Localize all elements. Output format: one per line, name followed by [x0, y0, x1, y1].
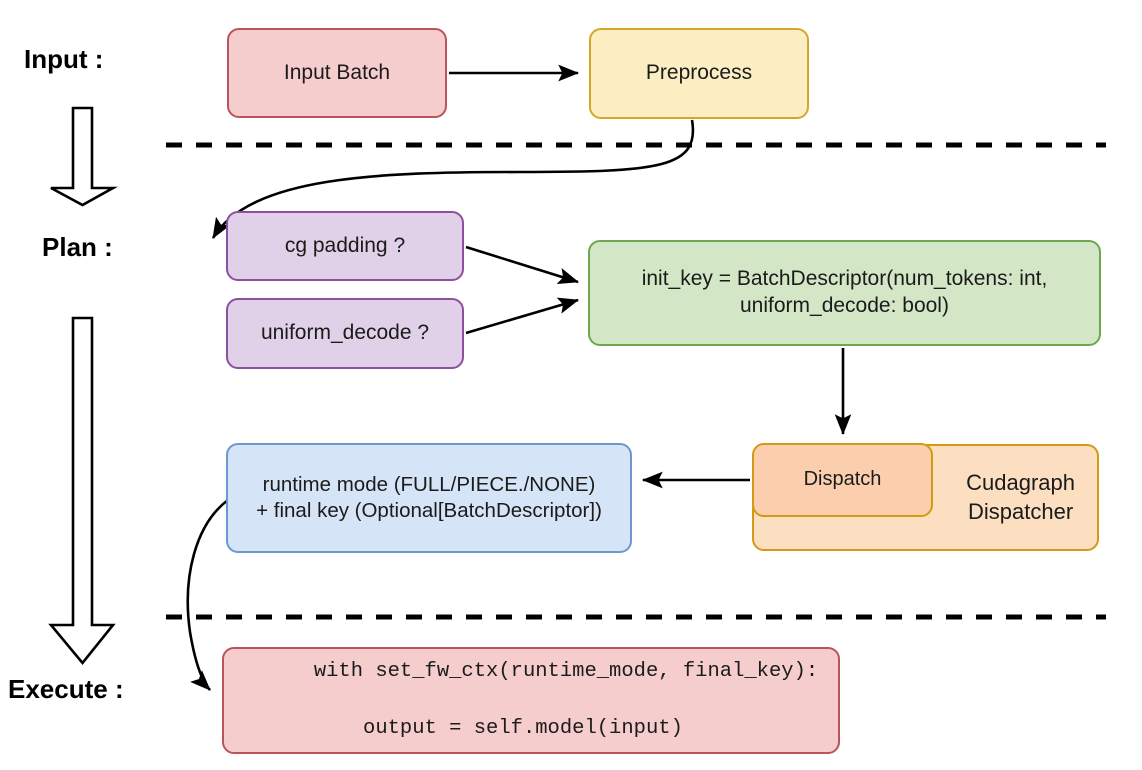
stage-label-execute: Execute : [8, 674, 124, 704]
node-input-batch[interactable]: Input Batch [227, 28, 447, 118]
node-runtime-mode-line2: + final key (Optional[BatchDescriptor]) [256, 499, 602, 522]
node-init-key-line1: init_key = BatchDescriptor(num_tokens: i… [641, 267, 1048, 291]
node-cudagraph-dispatcher-line2: Dispatcher [967, 498, 1074, 524]
node-exec-code-line1: with set_fw_ctx(runtime_mode, final_key)… [313, 660, 819, 684]
stage-label-input: Input : [24, 44, 104, 74]
edge-uniform-decode-to-init-key [465, 297, 579, 335]
stage-label-plan: Plan : [42, 232, 113, 262]
node-cudagraph-dispatcher-line1: Cudagraph [966, 470, 1075, 496]
edge-cg-padding-to-init-key [465, 245, 579, 285]
node-uniform-decode[interactable]: uniform_decode ? [226, 298, 464, 369]
plan-to-execute-arrow [48, 316, 116, 666]
node-dispatch[interactable]: Dispatch [752, 443, 933, 517]
node-preprocess[interactable]: Preprocess [589, 28, 809, 119]
node-cg-padding[interactable]: cg padding ? [226, 211, 464, 281]
node-exec-code[interactable]: with set_fw_ctx(runtime_mode, final_key)… [222, 647, 840, 754]
input-to-plan-arrow [50, 106, 119, 207]
node-init-key[interactable]: init_key = BatchDescriptor(num_tokens: i… [588, 240, 1101, 346]
node-runtime-mode[interactable]: runtime mode (FULL/PIECE./NONE) + final … [226, 443, 632, 553]
node-exec-code-line2: output = self.model(input) [313, 716, 683, 740]
node-init-key-line2: uniform_decode: bool) [740, 294, 949, 317]
node-runtime-mode-line1: runtime mode (FULL/PIECE./NONE) [262, 472, 596, 496]
